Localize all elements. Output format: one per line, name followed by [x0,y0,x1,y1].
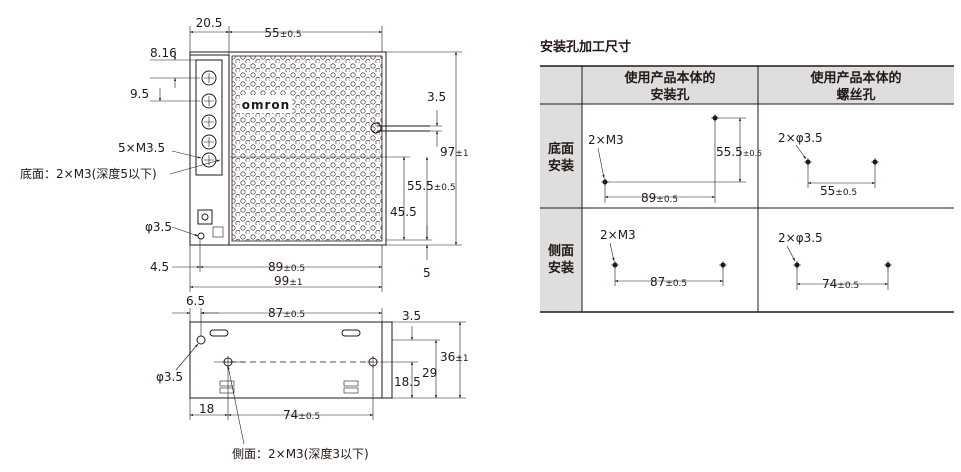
dim-45-5: 45.5 [390,205,417,219]
row1-cell1-height: 55.5±0.5 [716,145,762,159]
side-view: 6.5 87±0.5 36±1 3.5 29 18.5 φ3.5 18 74± [156,294,469,461]
dim-5: 5 [423,266,431,280]
dim-55-5: 55.5±0.5 [407,179,456,193]
side-dim-6-5: 6.5 [186,294,205,308]
mounting-table: 安装孔加工尺寸 使用产品本体的 安装孔 使用产品本体的 螺丝孔 底面 安装 侧面… [540,39,954,313]
row2-label-line1: 侧面 [548,243,574,259]
header-col2-line1: 使用产品本体的 [809,70,901,86]
terminal-screws [201,70,217,168]
dim-55: 55±0.5 [264,26,301,40]
row2-cell1-width: 87±0.5 [650,275,687,289]
side-dim-74: 74±0.5 [283,408,320,422]
row2-cell1-holes: 2×M3 [600,228,636,242]
dim-8-16: 8.16 [150,46,177,60]
row1-cell1-sketch: 2×M3 89±0.5 55.5±0.5 [588,114,762,205]
dim-99: 99±1 [274,274,303,288]
side-dim-87: 87±0.5 [268,306,305,320]
side-phi: φ3.5 [156,370,183,384]
front-view: omron 20.5 55±0.5 8.16 9.5 5×M3.5 底面：2×M… [20,16,469,292]
row2-cell2-sketch: 2×φ3.5 74±0.5 [778,231,892,291]
row1-cell2-width: 55±0.5 [820,184,857,198]
brand-logo: omron [242,98,290,112]
dim-4-5: 4.5 [150,260,169,274]
row2-cell2-width: 74±0.5 [822,277,859,291]
row2-label-line2: 安装 [548,260,574,276]
side-dim-3-5: 3.5 [402,309,421,323]
table-title: 安装孔加工尺寸 [540,39,631,55]
label-phi: φ3.5 [145,220,172,234]
row1-cell1-holes: 2×M3 [588,133,624,147]
label-5xm35: 5×M3.5 [118,141,165,155]
header-col1-line1: 使用产品本体的 [623,70,715,86]
side-note: 側面：2×M3(深度3以下) [232,446,369,461]
dim-9-5: 9.5 [130,87,149,101]
row1-label-line1: 底面 [548,141,574,157]
side-dim-18-5: 18.5 [394,375,421,389]
row1-cell2-sketch: 2×φ3.5 55±0.5 [778,131,879,198]
dim-20-5: 20.5 [196,16,223,30]
header-col1-line2: 安装孔 [650,87,689,103]
row1-cell2-holes: 2×φ3.5 [778,131,823,145]
row1-label-line2: 安装 [548,158,574,174]
row2-cell2-holes: 2×φ3.5 [778,231,823,245]
dim-97: 97±1 [440,145,469,159]
dim-3-5: 3.5 [427,90,446,104]
side-dim-18: 18 [199,402,214,416]
header-col2-line2: 螺丝孔 [836,87,875,103]
label-bottom-m3: 底面：2×M3(深度5以下) [20,166,157,181]
side-dim-29: 29 [422,366,437,380]
side-dim-36: 36±1 [440,350,469,364]
row1-cell1-width: 89±0.5 [641,191,678,205]
row2-cell1-sketch: 2×M3 87±0.5 [600,228,727,289]
dim-89: 89±0.5 [268,260,305,274]
